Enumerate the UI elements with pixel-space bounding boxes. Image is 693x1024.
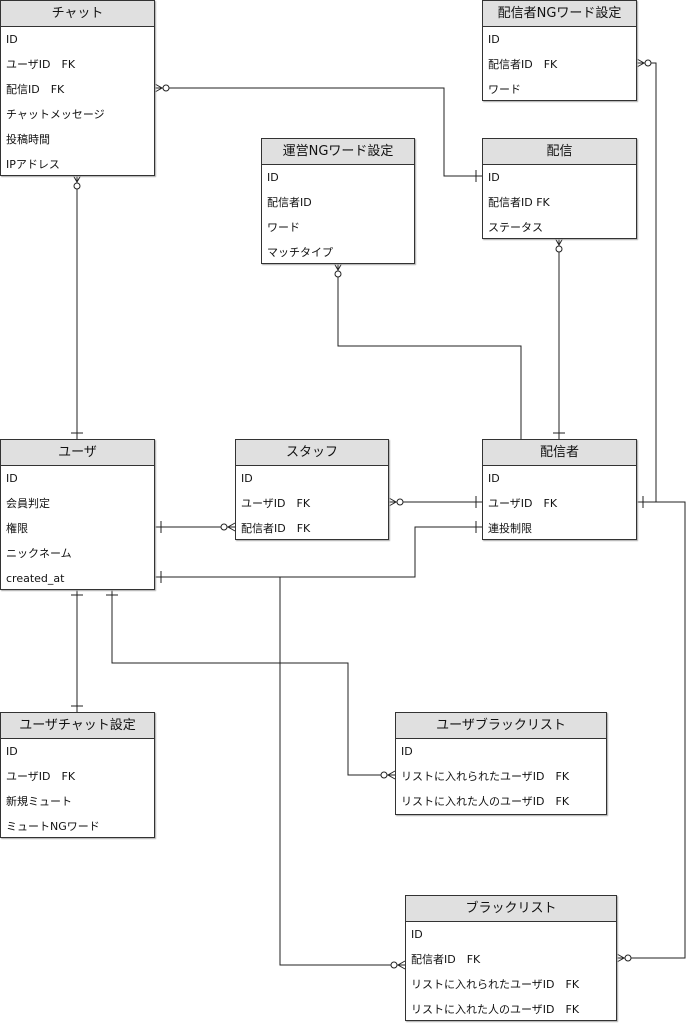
entity-field: ID: [6, 745, 18, 758]
entity-user-blacklist[interactable]: ユーザブラックリスト ID リストに入れられたユーザID FK リストに入れた人のユー…: [395, 712, 607, 815]
entity-title: ユーザ: [1, 440, 154, 466]
rel-user-userblacklist: [106, 589, 396, 780]
entity-field: ミュートNGワード: [6, 820, 100, 833]
entity-field: ID: [488, 171, 500, 184]
rel-staff-streamer: [388, 496, 482, 508]
entity-title: 配信者: [483, 440, 636, 466]
entity-field: 会員判定: [6, 497, 50, 510]
entity-field: ID: [411, 928, 423, 941]
entity-staff[interactable]: スタッフ ID ユーザID FK 配信者ID FK: [235, 439, 389, 540]
entity-chat[interactable]: チャット ID ユーザID FK 配信ID FK チャットメッセージ投稿時間 IPアドレス: [0, 0, 155, 176]
entity-user-chat-settings[interactable]: ユーザチャット設定 ID ユーザID FK 新規ミュートミュートNGワード: [0, 712, 155, 838]
rel-user-chatsettings: [71, 589, 83, 712]
entity-title: 配信者NGワード設定: [483, 1, 636, 27]
entity-field: 配信者ID FK: [411, 953, 481, 966]
entity-field: リストに入れられたユーザID FK: [411, 978, 580, 991]
entity-user[interactable]: ユーザ ID 会員判定権限ニックネーム created_at: [0, 439, 155, 590]
entity-field: ID: [401, 745, 413, 758]
entity-title: チャット: [1, 1, 154, 27]
rel-streamerng-streamer: [636, 58, 657, 508]
entity-field: リストに入れた人のユーザID FK: [401, 795, 570, 808]
rel-streamer-blacklist: [616, 496, 686, 963]
entity-field: ID: [6, 33, 18, 46]
entity-title: ユーザブラックリスト: [396, 713, 606, 739]
entity-title: 運営NGワード設定: [262, 139, 414, 165]
entity-streamer-ng-word-settings[interactable]: 配信者NGワード設定 ID 配信者ID FK ワード: [482, 0, 637, 101]
entity-field: ユーザID FK: [6, 770, 76, 783]
rel-stream-streamer: [553, 237, 565, 439]
entity-field: ID: [241, 472, 253, 485]
rel-user-blacklist: [279, 577, 406, 970]
entity-admin-ng-word-settings[interactable]: 運営NGワード設定 ID 配信者ID ワードマッチタイプ: [261, 138, 415, 264]
entity-field: 連投制限: [488, 522, 532, 535]
entity-field: 配信ID FK: [6, 83, 65, 96]
entity-field: 新規ミュート: [6, 795, 72, 808]
entity-field: ID: [6, 472, 18, 485]
entity-field: 権限: [6, 522, 28, 535]
entity-field: チャットメッセージ: [6, 108, 105, 121]
entity-title: スタッフ: [236, 440, 388, 466]
entity-blacklist[interactable]: ブラックリスト ID 配信者ID FK リストに入れられたユーザID FK リストに入れ…: [405, 895, 617, 1021]
entity-field: ワード: [267, 221, 300, 234]
entity-field: ID: [488, 472, 500, 485]
entity-title: ユーザチャット設定: [1, 713, 154, 739]
entity-field: 配信者ID FK: [488, 196, 550, 209]
entity-field: ユーザID FK: [241, 497, 311, 510]
rel-chat-stream: [154, 83, 482, 182]
entity-field: 配信者ID: [267, 196, 312, 209]
rel-user-streamer: [155, 521, 482, 583]
entity-field: created_at: [6, 572, 65, 585]
entity-field: ID: [488, 33, 500, 46]
entity-field: 配信者ID FK: [488, 58, 558, 71]
entity-field: ステータス: [488, 221, 543, 234]
rel-chat-user: [71, 174, 83, 439]
entity-field: マッチタイプ: [267, 246, 333, 259]
entity-streamer[interactable]: 配信者 ID ユーザID FK 連投制限: [482, 439, 637, 540]
rel-user-staff: [155, 521, 236, 533]
entity-field: ワード: [488, 83, 521, 96]
entity-field: 配信者ID FK: [241, 522, 311, 535]
entity-field: リストに入れられたユーザID FK: [401, 770, 570, 783]
entity-field: IPアドレス: [6, 158, 60, 171]
entity-field: ユーザID FK: [488, 497, 558, 510]
entity-title: 配信: [483, 139, 636, 165]
entity-field: ユーザID FK: [6, 58, 76, 71]
entity-field: リストに入れた人のユーザID FK: [411, 1003, 580, 1016]
entity-field: 投稿時間: [6, 133, 50, 146]
entity-field: ニックネーム: [6, 547, 72, 560]
entity-title: ブラックリスト: [406, 896, 616, 922]
entity-field: ID: [267, 171, 279, 184]
entity-stream[interactable]: 配信 ID 配信者ID FK ステータス: [482, 138, 637, 239]
rel-adminng-streamer: [333, 262, 522, 439]
